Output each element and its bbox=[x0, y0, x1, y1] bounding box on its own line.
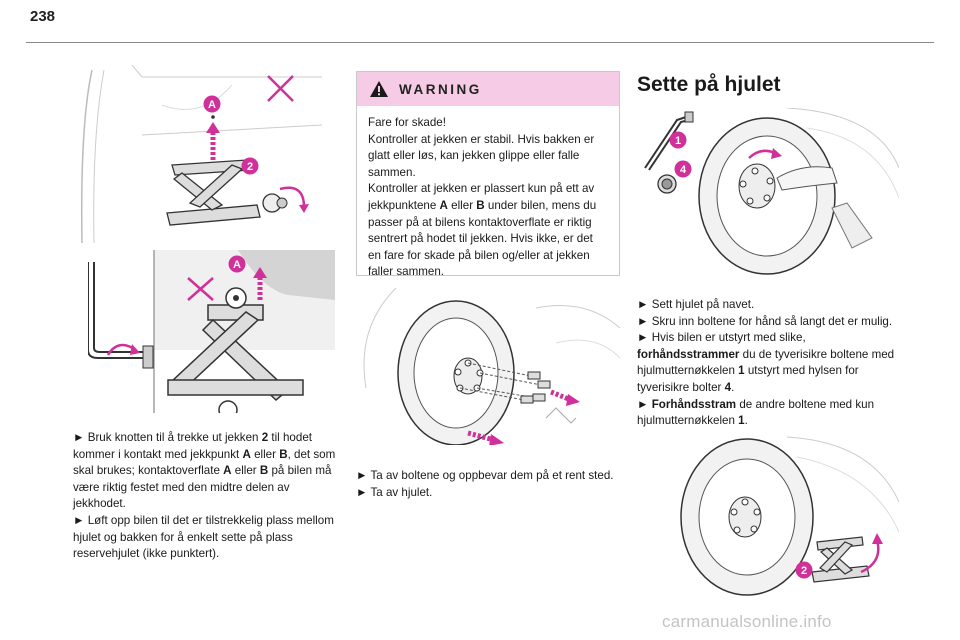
label-4: 4 bbox=[674, 160, 692, 178]
right-instructions: ► Sett hjulet på navet. ► Skru inn bolte… bbox=[637, 297, 901, 430]
lower-jack-illustration bbox=[637, 432, 899, 600]
label-2-bottom: 2 bbox=[795, 561, 813, 579]
section-title: Sette på hjulet bbox=[637, 73, 781, 96]
instruction-hand-tighten: ► Skru inn boltene for hånd så langt det… bbox=[637, 314, 893, 328]
label-a-bottom: A bbox=[228, 255, 246, 273]
bullet-arrow: ► bbox=[637, 397, 649, 411]
warning-triangle-icon bbox=[369, 80, 389, 98]
warning-line-1: Fare for skade! bbox=[368, 116, 446, 129]
label-1-text: 1 bbox=[675, 135, 681, 147]
label-1: 1 bbox=[669, 131, 687, 149]
warning-box: WARNING Fare for skade! Kontroller at je… bbox=[356, 71, 620, 278]
watermark: carmanualsonline.info bbox=[662, 612, 832, 631]
label-4-text: 4 bbox=[680, 164, 687, 176]
label-a-bottom-text: A bbox=[233, 259, 241, 271]
instruction-antitheft-bolts: ► Hvis bilen er utstyrt med slike, forhå… bbox=[637, 331, 895, 394]
bullet-arrow: ► bbox=[73, 513, 85, 527]
header-rule bbox=[26, 42, 934, 43]
instruction-lift-car: ► Løft opp bilen til det er tilstrekkeli… bbox=[73, 513, 334, 561]
jack-extension-illustration bbox=[72, 65, 334, 243]
warning-header: WARNING bbox=[357, 72, 619, 106]
bullet-arrow: ► bbox=[356, 485, 368, 499]
remove-bolts-illustration bbox=[356, 288, 620, 445]
warning-line-3: Kontroller at jekken er plassert kun på … bbox=[368, 182, 597, 279]
page-number: 238 bbox=[30, 8, 56, 25]
fit-wheel-illustration bbox=[637, 108, 899, 278]
bullet-arrow: ► bbox=[637, 314, 649, 328]
instruction-fit-on-hub: ► Sett hjulet på navet. bbox=[637, 298, 755, 311]
instruction-remove-bolts: ► Ta av boltene og oppbevar dem på et re… bbox=[356, 469, 614, 482]
warning-line-2: Kontroller at jekken er stabil. Hvis bak… bbox=[368, 132, 595, 179]
middle-instructions: ► Ta av boltene og oppbevar dem på et re… bbox=[356, 468, 620, 501]
warning-title: WARNING bbox=[399, 81, 482, 97]
instruction-raise-jack: ► Bruk knotten til å trekke ut jekken 2 … bbox=[73, 431, 336, 511]
left-instructions: ► Bruk knotten til å trekke ut jekken 2 … bbox=[73, 430, 341, 563]
instruction-pretighten-others: ► Forhåndsstram de andre boltene med kun… bbox=[637, 397, 875, 428]
label-a-top-text: A bbox=[208, 99, 216, 111]
warning-body: Fare for skade! Kontroller at jekken er … bbox=[357, 106, 619, 281]
bullet-arrow: ► bbox=[356, 469, 368, 482]
jack-head-closeup-illustration bbox=[88, 250, 335, 413]
bullet-arrow: ► bbox=[637, 298, 649, 311]
label-2-top-text: 2 bbox=[247, 161, 253, 173]
bullet-arrow: ► bbox=[73, 431, 85, 444]
label-a-top: A bbox=[203, 95, 221, 113]
label-2-bottom-text: 2 bbox=[801, 565, 807, 577]
bullet-arrow: ► bbox=[637, 331, 649, 345]
label-2-top: 2 bbox=[241, 157, 259, 175]
instruction-remove-wheel: ► Ta av hjulet. bbox=[356, 485, 433, 499]
